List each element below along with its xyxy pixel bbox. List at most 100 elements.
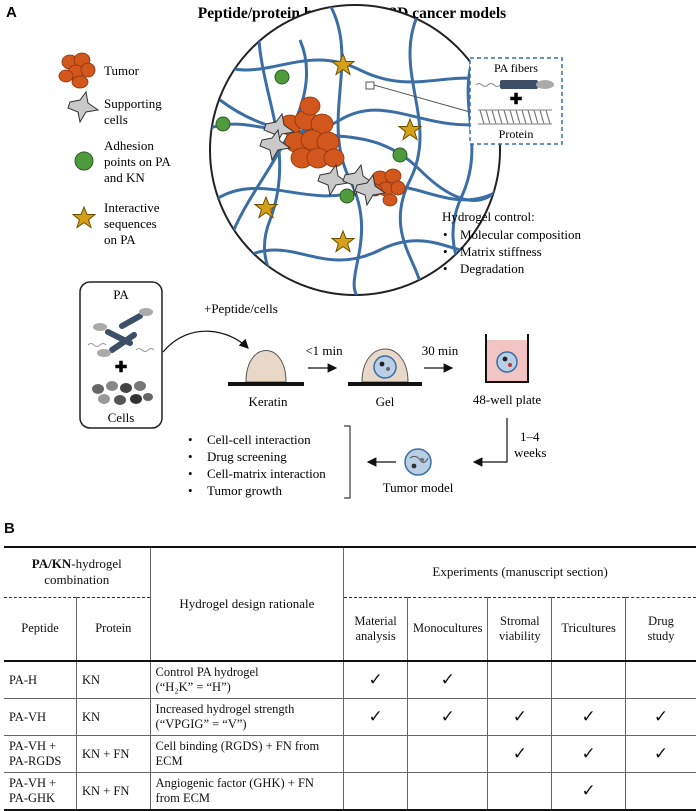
- star-icon: [72, 206, 96, 228]
- header-row-bottom: Peptide Protein Material analysis Monocu…: [4, 597, 696, 662]
- rationale-text: from ECM: [155, 791, 211, 805]
- check-icon: ✓: [440, 707, 455, 726]
- pa-box-plus: ✚: [115, 360, 128, 376]
- outcome-item: Tumor growth: [207, 483, 283, 498]
- supporting-cell-icon: [67, 90, 100, 124]
- legend-tumor-label: Tumor: [104, 63, 140, 78]
- col-monocultures: Monocultures: [406, 597, 488, 662]
- cells-label: Cells: [108, 410, 135, 425]
- cell-experiment: [625, 772, 696, 811]
- legend-adhesion-label-1: Adhesion: [104, 138, 154, 153]
- check-icon: ✓: [368, 670, 383, 689]
- cell-experiment: [406, 772, 488, 811]
- rationale-text: (“VPGIG” = “V”): [155, 717, 247, 731]
- tumor-cluster-small: [367, 168, 406, 207]
- step1-time: <1 min: [305, 343, 343, 358]
- panel-b-label: B: [4, 520, 15, 537]
- cell-experiment: ✓: [406, 698, 488, 736]
- cell-protein: KN + FN: [76, 772, 151, 811]
- bullet: •: [188, 432, 193, 447]
- col-stromal-viability: Stromal viability: [487, 597, 552, 662]
- col-protein: Protein: [76, 597, 151, 662]
- inset-protein-label: Protein: [499, 127, 534, 141]
- cell-rationale: Control PA hydrogel(“H₂K” = “H”): [149, 661, 344, 699]
- legend-supporting-label-2: cells: [104, 112, 128, 127]
- combo-header: PA/KN-hydrogel combination: [4, 546, 151, 598]
- cell-experiment: [343, 772, 408, 811]
- cell-experiment: [625, 661, 696, 699]
- legend-supporting-label-1: Supporting: [104, 96, 162, 111]
- check-icon: ✓: [512, 707, 527, 726]
- bullet: •: [188, 466, 193, 481]
- cell-experiment: [487, 661, 552, 699]
- outcome-bracket: [344, 425, 351, 499]
- cell-protein: KN: [76, 698, 151, 736]
- cell-experiment: ✓: [551, 772, 626, 811]
- cell-experiment: ✓: [487, 735, 552, 773]
- panel-a-figure: A Peptide/protein hydrogel for 3D cancer…: [6, 4, 581, 499]
- peptide-text: PA-VH +: [9, 776, 57, 790]
- tumor-model-label: Tumor model: [383, 480, 454, 495]
- bullet: •: [443, 227, 448, 242]
- cell-protein: KN: [76, 661, 151, 699]
- col-tricultures: Tricultures: [551, 597, 626, 662]
- legend: Tumor Supporting cells Adhesion points o…: [58, 52, 171, 247]
- rationale-header: Hydrogel design rationale: [149, 546, 344, 662]
- outcome-item: Cell-cell interaction: [207, 432, 311, 447]
- cell-experiment: [551, 661, 626, 699]
- cell-experiment: ✓: [406, 661, 488, 699]
- col-label-line: Stromal: [500, 613, 540, 628]
- cell-experiment: [406, 735, 488, 773]
- legend-star-label-3: on PA: [104, 232, 136, 247]
- peptide-text: PA-RGDS: [9, 754, 62, 768]
- cell-peptide: PA-VH +PA-GHK: [4, 772, 77, 811]
- combo-header-rest: -hydrogel: [71, 556, 122, 572]
- hydrogel-control: Hydrogel control: • Molecular compositio…: [442, 209, 581, 276]
- experiments-header: Experiments (manuscript section): [343, 546, 696, 598]
- hydrogel-control-item: Degradation: [460, 261, 525, 276]
- adhesion-points: [215, 69, 408, 204]
- tumor-model: Tumor model: [383, 448, 454, 495]
- peptide-text: PA-VH: [9, 709, 47, 724]
- keratin-drop: Keratin: [228, 350, 304, 409]
- cell-peptide: PA-H: [4, 661, 77, 699]
- check-icon: ✓: [581, 781, 596, 800]
- peptide-text: PA-H: [9, 672, 38, 687]
- keratin-label: Keratin: [249, 394, 288, 409]
- check-icon: ✓: [653, 744, 669, 763]
- well-plate: 48-well plate: [473, 334, 541, 407]
- pa-molecules-icon: [87, 308, 155, 357]
- cell-experiment: [343, 735, 408, 773]
- rationale-text: Angiogenic factor (GHK) + FN: [155, 776, 314, 790]
- peptide-text: PA-GHK: [9, 791, 56, 805]
- legend-adhesion-label-2: points on PA: [104, 154, 171, 169]
- col-label-line: Material: [354, 613, 397, 628]
- cell-peptide: PA-VH: [4, 698, 77, 736]
- pa-box-label: PA: [113, 287, 129, 302]
- peptide-cells-label: +Peptide/cells: [204, 301, 278, 316]
- plate-label: 48-well plate: [473, 392, 541, 407]
- gel-label: Gel: [376, 394, 395, 409]
- step2-time: 30 min: [422, 343, 459, 358]
- cell-experiment: [487, 772, 552, 811]
- panel-a: A Peptide/protein hydrogel for 3D cancer…: [6, 4, 581, 499]
- col-label-line: viability: [498, 628, 541, 643]
- col-drug-study: Drug study: [625, 597, 696, 662]
- check-icon: ✓: [440, 670, 455, 689]
- cell-experiment: ✓: [343, 661, 408, 699]
- cell-peptide: PA-VH +PA-RGDS: [4, 735, 77, 773]
- panel-a-label: A: [6, 4, 17, 21]
- cell-protein: KN + FN: [76, 735, 151, 773]
- supporting-cells: [259, 112, 387, 207]
- cell-experiment: ✓: [487, 698, 552, 736]
- legend-star-label-1: Interactive: [104, 200, 160, 215]
- tumor-cluster-large: [278, 96, 345, 169]
- cell-experiment: ✓: [343, 698, 408, 736]
- inset-box: PA fibers ✚ Protein: [469, 57, 563, 145]
- add-arrow: [162, 330, 249, 353]
- cells-icon: [92, 381, 153, 405]
